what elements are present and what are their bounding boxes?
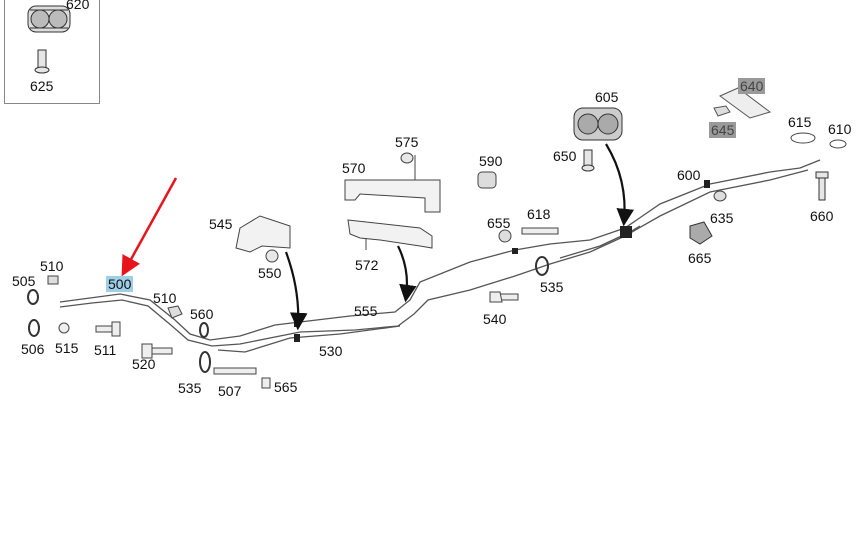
bracket-545 [235,215,291,253]
callout-665[interactable]: 665 [688,250,712,266]
washer-610 [829,139,847,149]
gasket-535-right [535,256,549,276]
callout-505[interactable]: 505 [12,273,36,289]
callout-550[interactable]: 550 [258,265,282,281]
arrow-605 [605,143,635,227]
nut-515 [58,322,70,334]
callout-560[interactable]: 560 [190,306,214,322]
callout-530[interactable]: 530 [319,343,343,359]
callout-510-top[interactable]: 510 [40,258,64,274]
inset-mount-620 [27,5,71,33]
bracket-572 [347,219,433,250]
callout-615[interactable]: 615 [788,114,812,130]
mount-605 [573,107,623,141]
gasket-535-left [199,351,211,373]
callout-506[interactable]: 506 [21,341,45,357]
callout-625[interactable]: 625 [30,78,54,94]
shield-640 [719,87,772,119]
nut-655 [498,229,512,243]
washer-615 [790,132,816,144]
callout-640[interactable]: 640 [738,78,766,94]
hanger-665 [689,221,713,245]
clip-590 [477,171,497,189]
callout-555[interactable]: 555 [354,303,378,319]
callout-500-selected[interactable]: 500 [106,276,134,292]
part-575 [400,152,414,164]
bolt-660 [815,171,829,201]
pipe-lines [59,159,821,353]
gasket-505 [27,289,39,305]
callout-520[interactable]: 520 [132,356,156,372]
clamp-635 [713,190,727,202]
part-510-top [47,275,59,285]
callout-510-mid[interactable]: 510 [153,290,177,306]
nut-550 [265,249,279,263]
callout-655[interactable]: 655 [487,215,511,231]
callout-660[interactable]: 660 [810,208,834,224]
nut-645 [713,105,731,117]
nut-565 [261,377,271,389]
callout-650[interactable]: 650 [553,148,577,164]
gasket-506 [28,319,40,337]
bolt-540 [489,291,519,303]
bolt-511 [95,321,121,337]
nut-510 [167,305,183,319]
callout-540[interactable]: 540 [483,311,507,327]
gasket-560 [199,322,209,338]
callout-515[interactable]: 515 [55,340,79,356]
stud-618 [521,227,559,235]
callout-565[interactable]: 565 [274,379,298,395]
arrow-572 [397,245,417,303]
inset-bolt-625 [34,49,50,74]
callout-610[interactable]: 610 [828,121,852,137]
callout-535-right[interactable]: 535 [540,279,564,295]
callout-545[interactable]: 545 [209,216,233,232]
callout-645[interactable]: 645 [709,122,737,138]
stud-507 [213,367,257,375]
red-pointer-arrow [121,177,178,277]
bolt-520 [141,343,173,359]
callout-600[interactable]: 600 [677,167,701,183]
callout-635[interactable]: 635 [710,210,734,226]
callout-570[interactable]: 570 [342,160,366,176]
callout-605[interactable]: 605 [595,89,619,105]
callout-618[interactable]: 618 [527,206,551,222]
callout-507[interactable]: 507 [218,383,242,399]
callout-511[interactable]: 511 [94,342,117,358]
callout-620[interactable]: 620 [66,0,90,12]
bracket-570 [344,155,441,213]
callout-575[interactable]: 575 [395,134,419,150]
bolt-650 [581,149,595,172]
arrow-545 [284,251,308,331]
callout-572[interactable]: 572 [355,257,379,273]
callout-590[interactable]: 590 [479,153,503,169]
callout-535-left[interactable]: 535 [178,380,202,396]
